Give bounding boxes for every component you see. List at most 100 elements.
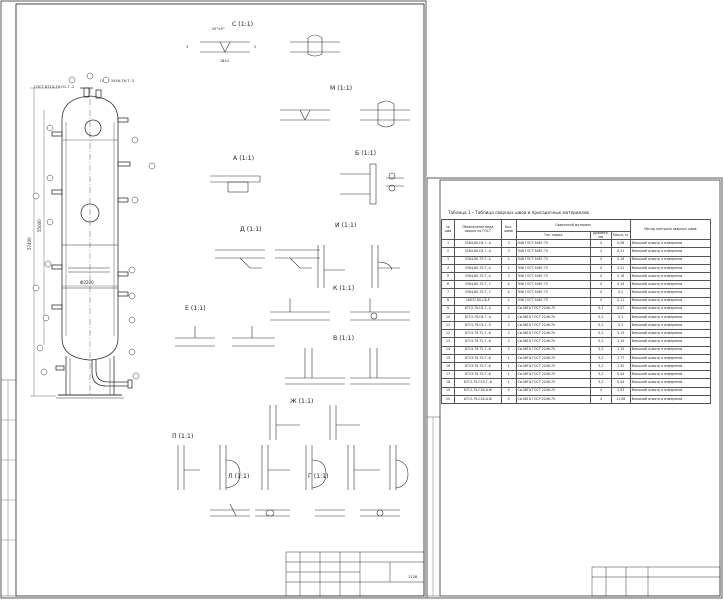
cell-count: 5 <box>500 386 517 396</box>
cell-count: 1 <box>500 378 517 388</box>
cell-control: Внешний осмотр и измерения <box>629 304 712 314</box>
col-count: Кол. швов <box>500 218 517 241</box>
cell-count: 2 <box>500 304 517 314</box>
cell-control: Внешний осмотр и измерения <box>629 263 712 273</box>
title-block <box>285 551 425 597</box>
column-vessel <box>51 87 133 399</box>
cell-diameter: 4 <box>589 263 612 273</box>
table-sheet-frame <box>426 177 723 599</box>
weld-dim-gap: 2 <box>254 45 256 49</box>
col-num: № шва <box>441 218 455 241</box>
cell-spec: 8713-79-Т1-Г..8 <box>453 337 502 347</box>
cell-diameter: 5,2 <box>589 304 612 314</box>
cell-mass: 0,11 <box>610 247 631 257</box>
cell-type: Св-08ГА ГОСТ 2246-70 <box>515 321 591 331</box>
cell-type: Э46 ГОСТ 9467-75 <box>515 247 591 257</box>
cell-diameter: 5,2 <box>589 321 612 331</box>
cell-diameter: 5,2 <box>589 312 612 323</box>
cell-mass: 0,11 <box>610 296 631 306</box>
section-title-m: М (1:1) <box>330 85 352 92</box>
cell-spec: 8713-79-Т3-Г..8 <box>453 361 502 372</box>
cell-spec: 8713-79-С18-А-Ф <box>453 394 502 404</box>
cell-mass: 11,06 <box>610 394 631 404</box>
cell-control: Внешний осмотр и измерения <box>629 353 712 364</box>
cell-num: 10 <box>441 312 455 323</box>
cell-num: 2 <box>441 247 455 257</box>
cell-diameter: 5,2 <box>589 345 612 355</box>
col-diameter: Диаметр, мм <box>589 230 612 241</box>
cell-mass: 2,93 <box>610 386 631 396</box>
weld-dim-angle: 20°±5° <box>212 27 225 31</box>
weld-details <box>175 34 410 517</box>
cell-spec: 8713-79-С4-Г..5 <box>453 321 502 331</box>
cell-spec: 8713-79-Т3-Г..8 <box>453 353 502 364</box>
cell-control: Внешний осмотр и измерения <box>629 378 712 388</box>
cell-spec: 16037-80-С8-Р <box>453 296 502 306</box>
weld-dim-thk: 3 <box>186 45 188 49</box>
weld-leader-2: ГОСТ 1954-76-Т..3 <box>100 79 134 83</box>
cell-type: Св-08ГА ГОСТ 2246-70 <box>515 378 591 388</box>
cell-num: 16 <box>441 361 455 372</box>
cell-diameter: 5,2 <box>589 370 612 380</box>
assembly-drawing: 57400 55000 Ф2200 ГОСТ 8713-79-Н1-Т..2 Г… <box>0 0 427 599</box>
section-title-a: А (1:1) <box>233 155 254 162</box>
col-type: Тип, марка <box>515 230 591 241</box>
stamp-code: 1128 <box>408 575 418 579</box>
section-title-b: Б (1:1) <box>355 150 376 157</box>
cell-mass: 0,21 <box>610 263 631 273</box>
cell-control: Внешний осмотр и измерения <box>629 280 712 290</box>
cell-mass: 0,16 <box>610 255 631 265</box>
cell-type: Св-08ГА ГОСТ 2246-70 <box>515 337 591 347</box>
cell-count: 2 <box>500 329 517 339</box>
cell-num: 13 <box>441 337 455 347</box>
cell-num: 18 <box>441 378 455 388</box>
cell-type: Э46 ГОСТ 9467-75 <box>515 271 591 282</box>
cell-control: Внешний осмотр и измерения <box>629 321 712 331</box>
cell-type: Св-08ГА ГОСТ 2246-70 <box>515 345 591 355</box>
cell-type: Св-08ГА ГОСТ 2246-70 <box>515 386 591 396</box>
cell-control: Внешний осмотр и измерения <box>629 370 712 380</box>
cell-type: Э46 ГОСТ 9467-75 <box>515 288 591 298</box>
cell-count: 3 <box>500 247 517 257</box>
cell-diameter: 5,2 <box>589 337 612 347</box>
cell-num: 15 <box>441 353 455 364</box>
cell-num: 4 <box>441 263 455 273</box>
section-title-k: К (1:1) <box>333 285 354 292</box>
cell-diameter: 5,2 <box>589 361 612 372</box>
section-title-v: В (1:1) <box>333 335 354 342</box>
cell-num: 9 <box>441 304 455 314</box>
cell-spec: 5264-80-Т3-Г..7 <box>453 288 502 298</box>
cell-mass: 0,3 <box>610 321 631 331</box>
cell-mass: 0,19 <box>610 280 631 290</box>
cell-diameter: 4 <box>589 271 612 282</box>
section-title-e: Е (1:1) <box>185 305 206 312</box>
cell-spec: 5264-80-Н1-Г..4 <box>453 247 502 257</box>
cell-type: Э46 ГОСТ 9467-75 <box>515 263 591 273</box>
cell-spec: 8713-79-Т1-Г..8 <box>453 345 502 355</box>
cell-mass: 2,92 <box>610 361 631 372</box>
cell-count: 2 <box>500 345 517 355</box>
cell-num: 1 <box>441 239 455 249</box>
cell-type: Св-08ГА ГОСТ 2246-70 <box>515 370 591 380</box>
nozzle-callouts <box>32 72 156 380</box>
cell-type: Э46 ГОСТ 9467-75 <box>515 239 591 249</box>
cell-spec: 5264-80-Н1-Г..4 <box>453 239 502 249</box>
cell-type: Св-08ГА ГОСТ 2246-70 <box>515 361 591 372</box>
section-title-l: Л (1:1) <box>228 473 249 480</box>
cell-diameter: 5,2 <box>589 378 612 388</box>
cell-count: 2 <box>500 255 517 265</box>
cell-spec: 8713-79-Н1-Г..4 <box>453 304 502 314</box>
